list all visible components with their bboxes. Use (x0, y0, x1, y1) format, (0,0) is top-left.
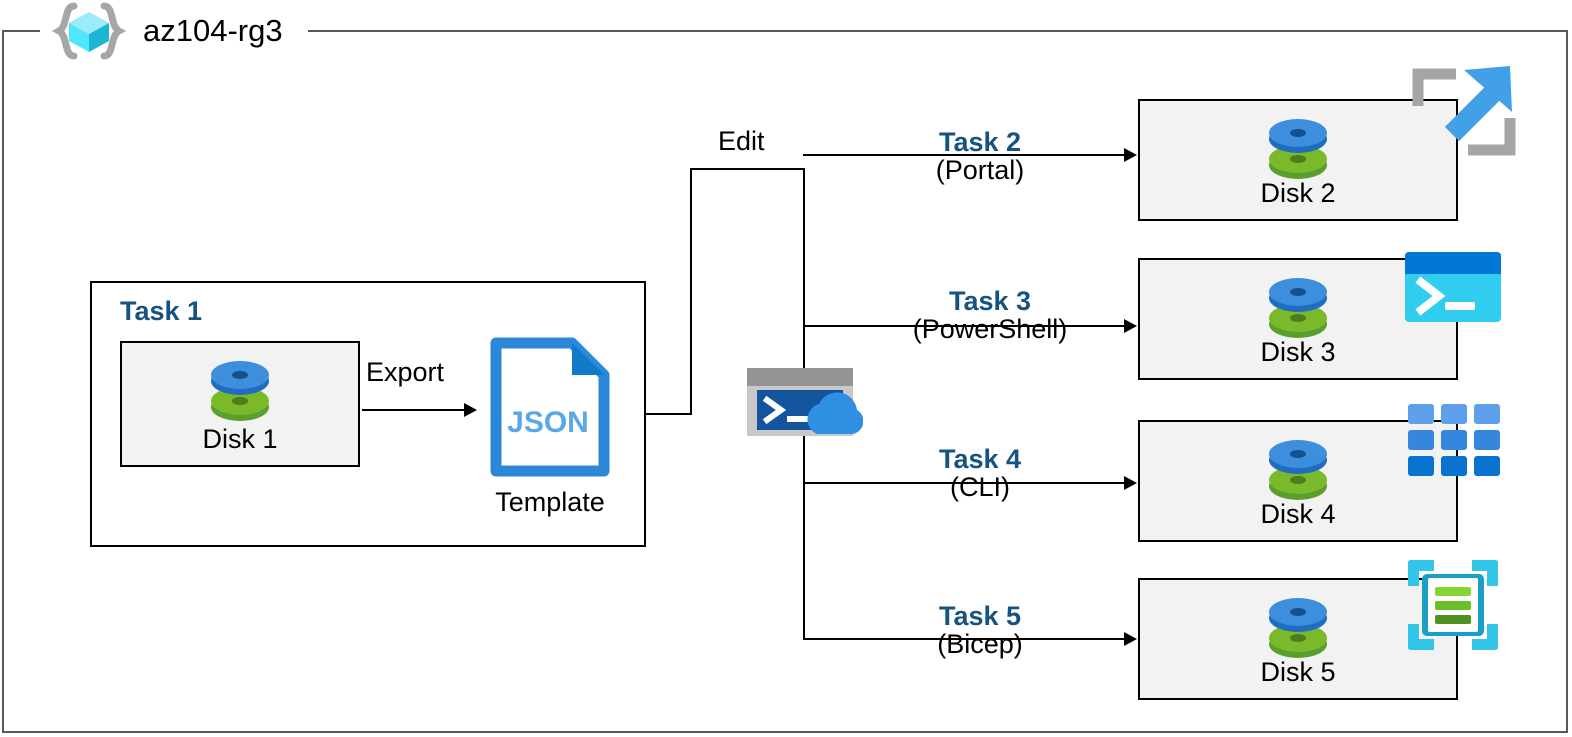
task5-heading: Task 5 (938, 601, 1022, 631)
task5-caption: Task 5 (Bicep) (845, 602, 1115, 659)
task4-tool: (CLI) (950, 472, 1010, 503)
task4-caption: Task 4 (CLI) (845, 445, 1115, 502)
task5-tool: (Bicep) (937, 629, 1023, 660)
disk5-box: Disk 5 (1138, 578, 1458, 700)
template-caption: Template (495, 487, 605, 517)
task2-arrow-head (1124, 148, 1137, 162)
managed-disk-icon (1267, 272, 1329, 344)
resource-group-name: az104-rg3 (143, 13, 283, 48)
azure-resource-group-icon (50, 2, 128, 60)
azure-portal-icon (1408, 60, 1520, 164)
task5-arrow-line (803, 638, 1128, 640)
task3-arrow-line (803, 325, 1128, 327)
task3-arrow-head (1124, 319, 1137, 333)
edit-label: Edit (718, 126, 765, 156)
disk2-box: Disk 2 (1138, 99, 1458, 221)
azure-cli-icon (1408, 404, 1500, 476)
task3-caption: Task 3 (PowerShell) (845, 287, 1135, 344)
task1-heading: Task 1 (120, 296, 203, 326)
disk3-label: Disk 3 (1260, 337, 1336, 367)
task4-arrow-head (1124, 476, 1137, 490)
managed-disk-icon (209, 355, 271, 427)
export-arrow-head (464, 403, 477, 417)
disk4-box: Disk 4 (1138, 420, 1458, 542)
disk1-label: Disk 1 (202, 424, 278, 454)
task3-heading: Task 3 (948, 286, 1032, 316)
svg-text:JSON: JSON (507, 406, 589, 439)
export-label: Export (366, 357, 445, 387)
powershell-icon (1405, 252, 1501, 322)
managed-disk-icon (1267, 434, 1329, 506)
task3-tool: (PowerShell) (912, 314, 1068, 345)
task4-arrow-line (803, 482, 1128, 484)
task2-heading: Task 2 (938, 127, 1022, 157)
managed-disk-icon (1267, 113, 1329, 185)
task2-tool: (Portal) (935, 155, 1025, 186)
edit-line-segment-2 (690, 168, 692, 415)
export-arrow-line (362, 409, 466, 411)
json-file-icon: JSON (490, 337, 610, 477)
task5-arrow-head (1124, 632, 1137, 646)
edit-line-segment-3 (690, 168, 805, 170)
bicep-icon (1405, 557, 1501, 653)
disk4-label: Disk 4 (1260, 499, 1336, 529)
disk2-label: Disk 2 (1260, 178, 1336, 208)
azure-cloud-shell-icon (745, 366, 864, 442)
managed-disk-icon (1267, 592, 1329, 664)
disk5-label: Disk 5 (1260, 657, 1336, 687)
task4-heading: Task 4 (938, 444, 1022, 474)
resource-group-frame (2, 30, 1568, 733)
disk3-box: Disk 3 (1138, 258, 1458, 380)
task2-caption: Task 2 (Portal) (845, 128, 1115, 185)
edit-line-segment-1 (645, 413, 692, 415)
disk1-box: Disk 1 (120, 341, 360, 467)
task2-arrow-line (803, 154, 1128, 156)
